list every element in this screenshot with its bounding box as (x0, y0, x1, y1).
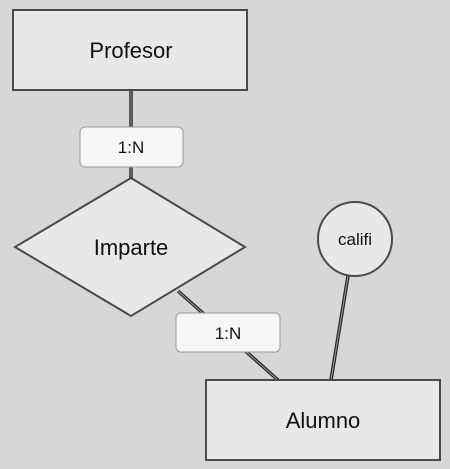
entity-alumno-label: Alumno (286, 408, 361, 433)
relationship-imparte[interactable]: Imparte (13, 176, 247, 318)
attribute-califi-label: califi (338, 230, 372, 249)
attribute-califi[interactable]: califi (317, 201, 393, 277)
cardinality-profesor-imparte[interactable]: 1:N (79, 126, 184, 168)
entity-alumno[interactable]: Alumno (205, 379, 441, 461)
cardinality-profesor-imparte-label: 1:N (118, 138, 144, 157)
relationship-imparte-label: Imparte (94, 235, 169, 260)
connector-califi-alumno (329, 275, 350, 381)
cardinality-imparte-alumno-label: 1:N (215, 324, 241, 343)
cardinality-imparte-alumno[interactable]: 1:N (175, 312, 281, 353)
entity-profesor-label: Profesor (89, 38, 172, 63)
entity-profesor[interactable]: Profesor (12, 9, 248, 91)
